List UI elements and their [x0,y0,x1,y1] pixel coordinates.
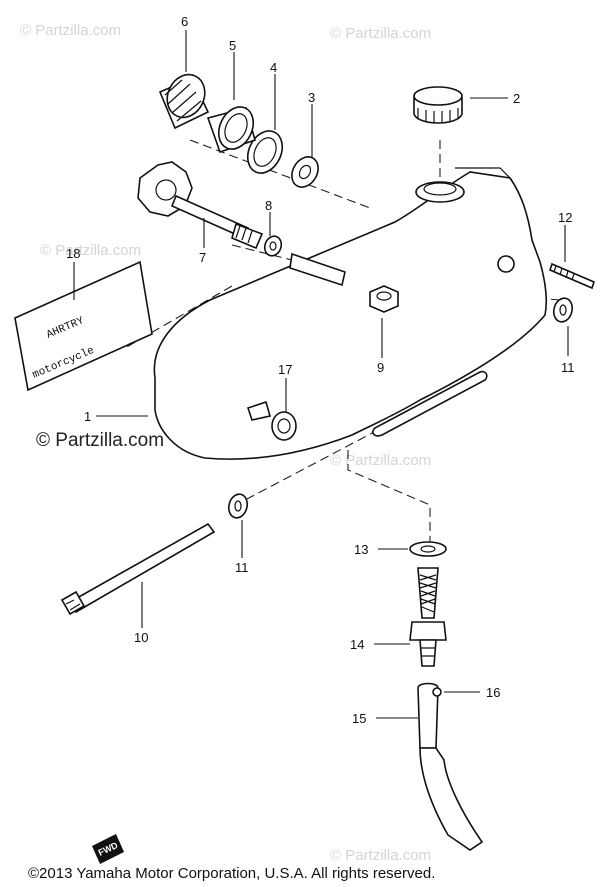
leader-lines [73,30,569,719]
callout-11-lower: 11 [235,560,249,575]
callout-5: 5 [229,38,236,53]
collar-part-6 [158,73,210,130]
washer-part-11-lower [227,493,249,519]
washer-part-11-upper [552,297,574,323]
watermark-text: © Partzilla.com [330,452,431,469]
fuel-hose-part-15 [417,682,484,851]
forward-indicator: FWD [92,834,124,864]
callout-12: 12 [558,210,572,225]
callout-9: 9 [377,360,384,375]
callout-13: 13 [354,542,368,557]
callout-1: 1 [84,409,91,424]
callout-labels: 6 5 4 3 2 8 7 12 18 9 11 1 17 11 10 13 1… [66,14,575,726]
callout-15: 15 [352,711,366,726]
sleeve-part-5 [206,106,256,154]
copyright-notice: ©2013 Yamaha Motor Corporation, U.S.A. A… [28,865,435,882]
callout-8: 8 [265,198,272,213]
callout-4: 4 [270,60,277,75]
bolt-part-10 [60,522,216,616]
nut-part-9 [369,285,399,313]
washer-part-3 [291,156,319,188]
callout-11-upper: 11 [561,360,575,375]
callout-3: 3 [308,90,315,105]
fuel-tank [153,167,547,460]
screw-part-12 [549,262,595,290]
ring-part-4 [246,130,284,174]
watermark-text: © Partzilla.com [40,242,141,259]
callout-18: 18 [66,246,80,261]
clip-part-16 [432,687,442,697]
callout-2: 2 [513,91,520,106]
callout-10: 10 [134,630,148,645]
watermark-text: © Partzilla.com [20,22,121,39]
watermark-text: © Partzilla.com [330,25,431,42]
callout-16: 16 [486,685,500,700]
filler-cap [413,86,463,124]
watermark-layer: © Partzilla.com © Partzilla.com © Partzi… [20,22,431,864]
grommet-part-17 [246,400,297,441]
gasket-part-13 [409,541,447,557]
callout-17: 17 [278,362,292,377]
washer-part-8 [263,235,283,257]
callout-6: 6 [181,14,188,29]
decal-part-18: AHRTRY motorcycle [14,260,153,392]
callout-7: 7 [199,250,206,265]
fuel-cock-part-14 [409,567,447,667]
knob-part-7 [137,161,264,250]
callout-14: 14 [350,637,364,652]
watermark-text: © Partzilla.com [330,847,431,864]
watermark-main: © Partzilla.com [36,430,164,451]
